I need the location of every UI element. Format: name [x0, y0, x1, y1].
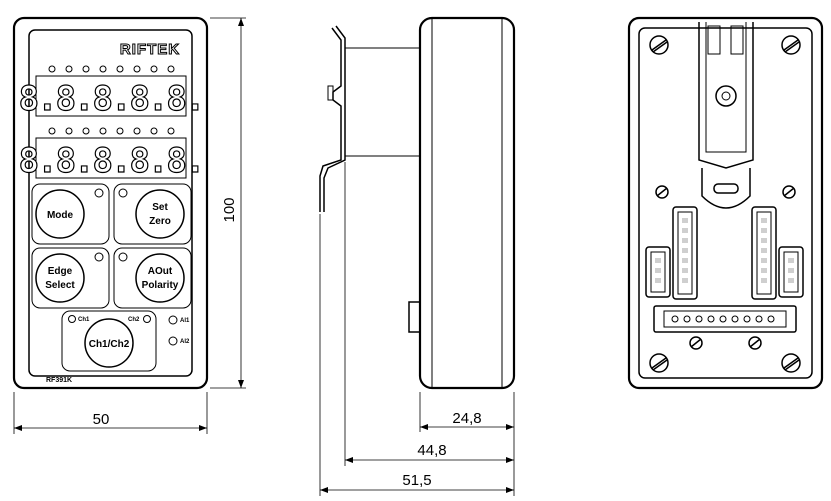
side-connector	[408, 301, 421, 333]
front-view: RIFTEK 8.8.8.8.8. 8.8.8.8.8.	[12, 16, 209, 390]
dim-depth-total-label: 51,5	[402, 472, 431, 489]
mode-led-icon	[94, 188, 104, 198]
front-housing-outline	[12, 16, 209, 390]
display-lower-digits: 8.8.8.8.8.	[19, 141, 204, 181]
dim-height-label: 100	[221, 197, 238, 222]
edge-select-button[interactable]: Edge Select	[35, 253, 85, 303]
dim-depth-with-clip: 44,8	[344, 162, 515, 466]
side-view	[319, 16, 516, 390]
aout-led-icon	[118, 252, 128, 262]
ch1-led-icon	[68, 315, 76, 323]
display-upper-digits: 8.8.8.8.8.	[19, 79, 204, 119]
al1-led-icon	[168, 315, 178, 325]
rear-inner-outline	[638, 27, 813, 379]
mode-button[interactable]: Mode	[35, 189, 85, 239]
al2-led-icon	[168, 336, 178, 346]
dim-height: 100	[210, 17, 246, 389]
edge-select-label-line1: Edge	[48, 266, 73, 277]
dim-depth-total: 51,5	[319, 214, 515, 496]
brand-logo: RIFTEK	[120, 41, 180, 58]
led-row-middle	[48, 127, 175, 135]
dim-depth-body: 24,8	[419, 392, 515, 432]
din-clip-outline	[319, 27, 342, 212]
screw-bottom-right-icon	[781, 353, 801, 373]
cell-ch1-ch2	[61, 310, 157, 372]
cell-set-zero	[113, 183, 192, 245]
set-zero-button[interactable]: Set Zero	[135, 189, 185, 239]
rear-view	[627, 16, 824, 390]
ch2-led-icon	[143, 315, 151, 323]
set-zero-label-line1: Set	[152, 202, 168, 213]
al1-label: Al1	[180, 318, 190, 324]
edge-select-label-line2: Select	[45, 280, 75, 291]
terminal-block	[653, 305, 797, 333]
aout-polarity-button[interactable]: AOut Polarity	[135, 253, 185, 303]
cell-edge-select	[31, 247, 110, 309]
din-clip-inner	[323, 25, 346, 212]
set-zero-led-icon	[118, 188, 128, 198]
dim-depth-with-clip-label: 44,8	[417, 442, 446, 459]
ch1-label: Ch1	[78, 317, 90, 323]
ch1-ch2-button-label: Ch1/Ch2	[89, 339, 130, 350]
aout-polarity-label-line1: AOut	[148, 266, 173, 277]
cell-aout-polarity	[113, 247, 192, 309]
rear-clip-tongue	[701, 168, 751, 209]
rear-clip-hole-icon	[715, 85, 737, 107]
ch2-label: Ch2	[128, 317, 140, 323]
rear-din-clip	[698, 22, 754, 169]
din-clip-tab	[327, 85, 334, 101]
al2-label: Al2	[180, 339, 190, 345]
dim-depth-body-label: 24,8	[452, 410, 481, 427]
screw-mid-right-icon	[782, 185, 796, 199]
model-label: RF391K	[46, 377, 72, 384]
display-upper	[35, 75, 187, 117]
rear-clip-slot	[713, 183, 739, 194]
screw-top-right-icon	[781, 35, 801, 55]
connector-left-small	[645, 246, 671, 298]
mode-button-label: Mode	[47, 210, 74, 221]
screw-bottom-left-icon	[649, 353, 669, 373]
edge-led-icon	[94, 252, 104, 262]
aout-polarity-label-line2: Polarity	[142, 280, 179, 291]
dim-width-label: 50	[93, 411, 110, 428]
connector-left-large	[672, 206, 698, 300]
dim-width: 50	[13, 392, 208, 434]
rear-housing-outline	[627, 16, 824, 390]
cell-mode	[31, 183, 110, 245]
screw-mid-left-icon	[655, 185, 669, 199]
set-zero-label-line2: Zero	[149, 216, 171, 227]
front-panel-outline	[28, 29, 193, 377]
connector-right-small	[778, 246, 804, 298]
connector-right-large	[751, 206, 777, 300]
display-lower	[35, 137, 187, 179]
ch1-ch2-button[interactable]: Ch1/Ch2	[84, 318, 134, 368]
screw-top-left-icon	[649, 35, 669, 55]
led-row-top	[48, 65, 175, 73]
screw-term-left-icon	[689, 336, 703, 350]
screw-term-right-icon	[748, 336, 762, 350]
side-housing-outline	[418, 16, 516, 390]
